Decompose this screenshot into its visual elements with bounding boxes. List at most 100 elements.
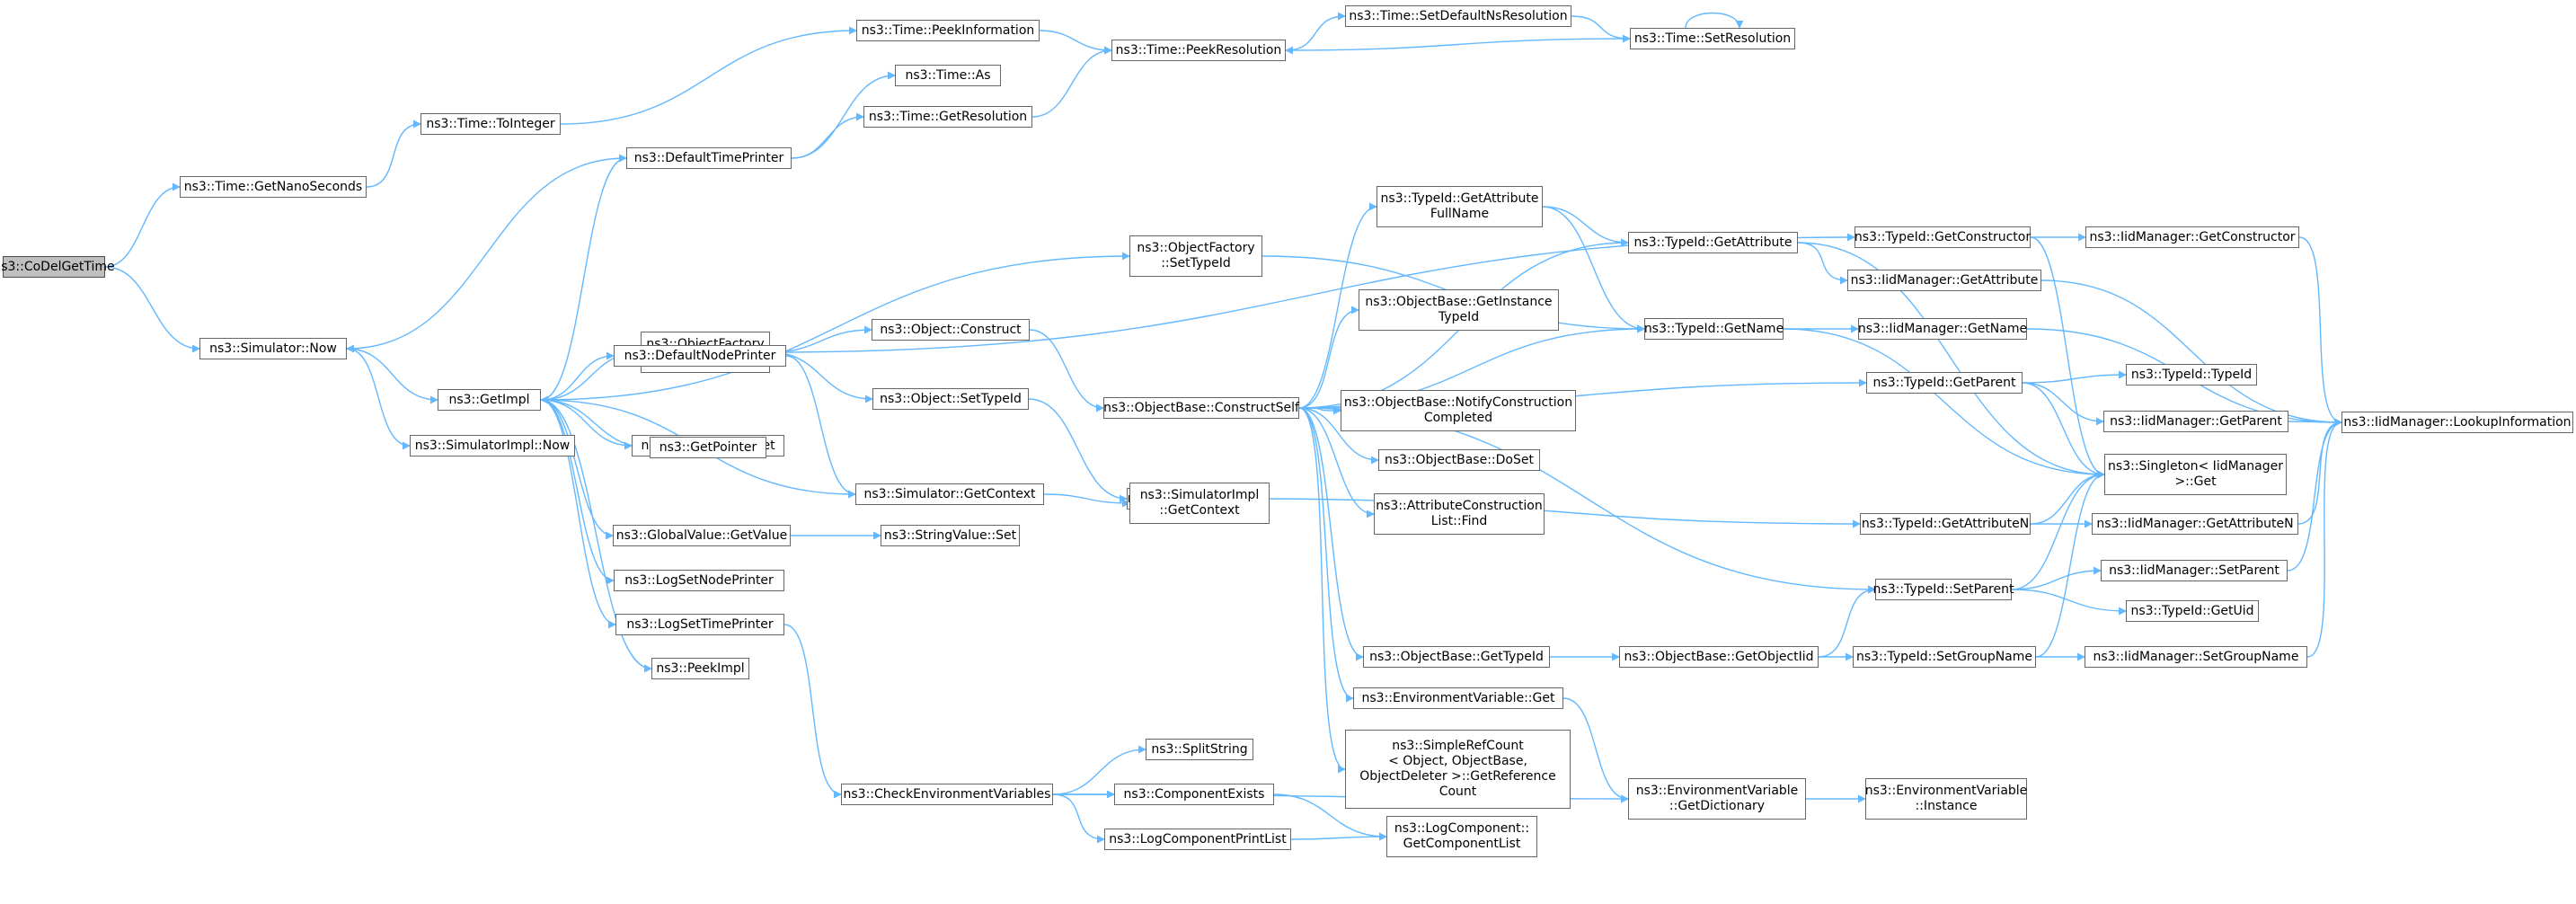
node-simplerefcount[interactable]: ns3::SimpleRefCount < Object, ObjectBase… (1345, 730, 1571, 809)
node-peekimpl[interactable]: ns3::PeekImpl (651, 658, 749, 679)
edge-gns-to-toint (366, 120, 421, 188)
node-iidgetattrn[interactable]: ns3::IidManager::GetAttributeN (2092, 513, 2298, 535)
node-iidgetname[interactable]: ns3::IidManager::GetName (1858, 318, 2027, 340)
edge-setdef-to-setres (1571, 15, 1631, 43)
node-tsetparent[interactable]: ns3::TypeId::SetParent (1873, 579, 2014, 600)
node-toint[interactable]: ns3::Time::ToInteger (420, 113, 561, 135)
edge-constructself-to-simplerefcount (1298, 407, 1346, 774)
edge-objconstruct-to-constructself (1029, 329, 1104, 412)
node-as[interactable]: ns3::Time::As (895, 65, 1001, 86)
node-snow[interactable]: ns3::Simulator::Now (199, 338, 347, 359)
node-iidsetgroup[interactable]: ns3::IidManager::SetGroupName (2085, 646, 2307, 668)
node-getres[interactable]: ns3::Time::GetResolution (863, 106, 1032, 128)
edge-root-to-gns (104, 182, 181, 268)
edge-tgetattr-to-singleton (1797, 242, 2105, 479)
node-svset[interactable]: ns3::StringValue::Set (881, 525, 1020, 546)
node-tsetgroup[interactable]: ns3::TypeId::SetGroupName (1853, 646, 2036, 668)
node-setres[interactable]: ns3::Time::SetResolution (1630, 28, 1795, 49)
node-obgettypeid[interactable]: ns3::ObjectBase::GetTypeId (1363, 646, 1550, 668)
node-peekinfo[interactable]: ns3::Time::PeekInformation (856, 20, 1040, 41)
edge-tsetgroup-to-singleton (2035, 470, 2105, 658)
node-tgetattr[interactable]: ns3::TypeId::GetAttribute (1628, 232, 1798, 253)
edge-getattrfull-to-tgetname (1542, 206, 1645, 333)
node-obgetobjiid[interactable]: ns3::ObjectBase::GetObjectIid (1619, 646, 1819, 668)
node-logcompprint[interactable]: ns3::LogComponentPrintList (1104, 829, 1291, 850)
node-iidgetattr[interactable]: ns3::IidManager::GetAttribute (1847, 270, 2041, 291)
node-gns[interactable]: ns3::Time::GetNanoSeconds (180, 176, 367, 198)
edge-constructself-to-obgettypeid (1298, 407, 1364, 661)
edge-logcompprint-to-getcomplist (1290, 832, 1387, 841)
node-getimpl[interactable]: ns3::GetImpl (438, 389, 541, 411)
node-objconstruct[interactable]: ns3::Object::Construct (872, 319, 1030, 341)
edge-iidsetparent-to-lookup (2287, 418, 2342, 572)
node-root: ns3::CoDelGetTime (0, 256, 115, 278)
edge-constructself-to-obgetinst (1298, 306, 1359, 409)
node-gvgetvalue[interactable]: ns3::GlobalValue::GetValue (613, 525, 791, 546)
node-attrfind[interactable]: ns3::AttributeConstruction List::Find (1374, 493, 1545, 535)
edge-dtp-to-snow (346, 157, 627, 353)
node-constructself[interactable]: ns3::ObjectBase::ConstructSelf (1103, 397, 1299, 419)
node-logsetnode[interactable]: ns3::LogSetNodePrinter (614, 570, 784, 591)
edge-dtp-to-getres (791, 112, 864, 159)
edge-compexists-to-getcomplist (1273, 793, 1387, 841)
node-getptr[interactable]: ns3::GetPointer (650, 437, 766, 458)
edge-tgetparent-to-ttypeid (2022, 370, 2127, 384)
edge-tsetparent-to-tgetuid (2011, 589, 2127, 616)
node-simimplnow[interactable]: ns3::SimulatorImpl::Now (410, 435, 575, 456)
edge-peekres-to-setdef (1285, 12, 1346, 51)
node-dnp[interactable]: ns3::DefaultNodePrinter (614, 345, 786, 367)
node-compexists[interactable]: ns3::ComponentExists (1114, 784, 1274, 805)
node-envget[interactable]: ns3::EnvironmentVariable::Get (1353, 687, 1563, 709)
node-objsettypeid[interactable]: ns3::Object::SetTypeId (872, 388, 1029, 410)
node-ttypeid[interactable]: ns3::TypeId::TypeId (2126, 364, 2257, 386)
edge-getimpl-to-ofsettypeid (540, 252, 1130, 401)
node-tgetparent[interactable]: ns3::TypeId::GetParent (1866, 372, 2023, 394)
node-doset[interactable]: ns3::ObjectBase::DoSet (1378, 449, 1540, 471)
node-getattrfull[interactable]: ns3::TypeId::GetAttribute FullName (1377, 186, 1543, 227)
edge-tgetparent-to-iidgetparent (2022, 382, 2104, 426)
edge-simgetctx-to-simimplgetctx (1043, 493, 1130, 508)
edge-getimpl-to-logsettime (540, 399, 616, 629)
node-checkenv[interactable]: ns3::CheckEnvironmentVariables (841, 784, 1053, 805)
node-notifyconst[interactable]: ns3::ObjectBase::NotifyConstruction Comp… (1341, 390, 1576, 431)
node-tgetuid[interactable]: ns3::TypeId::GetUid (2126, 600, 2259, 622)
edge-obgetobjiid-to-tsetparent (1818, 585, 1876, 658)
edge-getimpl-to-logsetnode (540, 399, 615, 585)
node-getcomplist[interactable]: ns3::LogComponent:: GetComponentList (1386, 816, 1537, 857)
edge-tgetname-to-singleton (1783, 328, 2105, 479)
edge-getres-to-peekres (1031, 46, 1112, 118)
node-dtp[interactable]: ns3::DefaultTimePrinter (626, 147, 792, 169)
node-simimplgetctx[interactable]: ns3::SimulatorImpl ::GetContext (1129, 483, 1270, 524)
edge-snow-to-getimpl (346, 348, 438, 404)
node-simgetctx[interactable]: ns3::Simulator::GetContext (855, 483, 1044, 505)
edge-toint-to-peekinfo (560, 26, 857, 125)
node-iidgetparent[interactable]: ns3::IidManager::GetParent (2103, 411, 2288, 432)
node-iidgetctor[interactable]: ns3::IidManager::GetConstructor (2085, 226, 2299, 248)
edge-getimpl-to-gvgetvalue (540, 399, 614, 540)
node-singleton[interactable]: ns3::Singleton< IidManager >::Get (2104, 454, 2287, 495)
node-peekres[interactable]: ns3::Time::PeekResolution (1111, 40, 1286, 61)
node-lookup[interactable]: ns3::IidManager::LookupInformation (2341, 412, 2573, 433)
node-ofsettypeid[interactable]: ns3::ObjectFactory ::SetTypeId (1129, 235, 1262, 277)
node-splitstring[interactable]: ns3::SplitString (1146, 739, 1253, 760)
edge-logsettime-to-checkenv (783, 624, 842, 799)
node-tgetname[interactable]: ns3::TypeId::GetName (1644, 318, 1784, 340)
edge-root-to-snow (104, 266, 200, 353)
edge-tsetparent-to-singleton (2011, 470, 2105, 590)
edge-setres-to-setres (1685, 12, 1744, 29)
node-tgetattrn[interactable]: ns3::TypeId::GetAttributeN (1860, 513, 2031, 535)
node-envinstance[interactable]: ns3::EnvironmentVariable ::Instance (1865, 778, 2027, 820)
node-logsettime[interactable]: ns3::LogSetTimePrinter (615, 614, 784, 635)
node-iidsetparent[interactable]: ns3::IidManager::SetParent (2101, 560, 2288, 581)
node-tgetctor[interactable]: ns3::TypeId::GetConstructor (1855, 226, 2031, 248)
edge-iidgetattr-to-lookup (2040, 279, 2342, 427)
node-setdef[interactable]: ns3::Time::SetDefaultNsResolution (1345, 5, 1571, 27)
node-obgetinst[interactable]: ns3::ObjectBase::GetInstance TypeId (1359, 289, 1559, 331)
edge-iidgetattrn-to-lookup (2297, 418, 2342, 525)
edge-envget-to-envgetdict (1562, 697, 1629, 803)
edge-constructself-to-doset (1298, 407, 1379, 465)
node-envgetdict[interactable]: ns3::EnvironmentVariable ::GetDictionary (1628, 778, 1806, 820)
edge-layer (104, 12, 2342, 844)
edge-iidgetparent-to-lookup (2288, 418, 2342, 427)
